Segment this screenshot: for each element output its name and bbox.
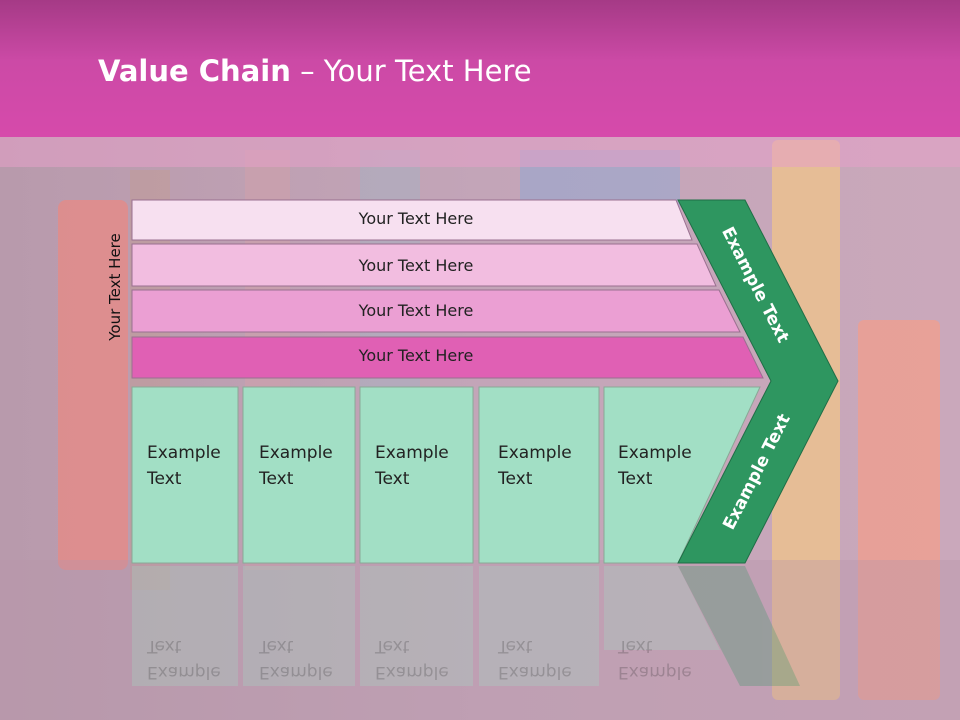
slide-title: Value Chain – Your Text Here bbox=[98, 54, 532, 88]
cell-box-2 bbox=[242, 386, 356, 564]
chevron-arrow bbox=[677, 199, 839, 564]
cell-5-line1: Example bbox=[618, 443, 692, 463]
cell-5-line2: Text bbox=[618, 469, 653, 489]
cell-box-3 bbox=[359, 386, 474, 564]
title-rest: – Your Text Here bbox=[290, 54, 532, 88]
cell-3-line2: Text bbox=[375, 469, 410, 489]
cell-1-line2: Text bbox=[147, 469, 182, 489]
header-bar bbox=[0, 0, 960, 137]
cell-4-line2: Text bbox=[498, 469, 533, 489]
cell-box-4 bbox=[478, 386, 600, 564]
cells-reflection bbox=[132, 566, 800, 686]
row-bar-3 bbox=[131, 289, 741, 333]
row-bar-2 bbox=[131, 243, 717, 287]
row-label-4: Your Text Here bbox=[358, 346, 474, 365]
row-bar-1 bbox=[131, 199, 693, 241]
cell-2-line2: Text bbox=[259, 469, 294, 489]
header-band bbox=[0, 137, 960, 167]
row-label-3: Your Text Here bbox=[358, 301, 474, 320]
cell-box-1 bbox=[131, 386, 239, 564]
cell-4-line1: Example bbox=[498, 443, 572, 463]
cell-2-line1: Example bbox=[259, 443, 333, 463]
cell-1-line1: Example bbox=[147, 443, 221, 463]
title-bold: Value Chain bbox=[98, 54, 291, 88]
cell-3-line1: Example bbox=[375, 443, 449, 463]
row-label-2: Your Text Here bbox=[358, 256, 474, 275]
row-bar-4 bbox=[131, 336, 764, 379]
row-label-1: Your Text Here bbox=[358, 209, 474, 228]
